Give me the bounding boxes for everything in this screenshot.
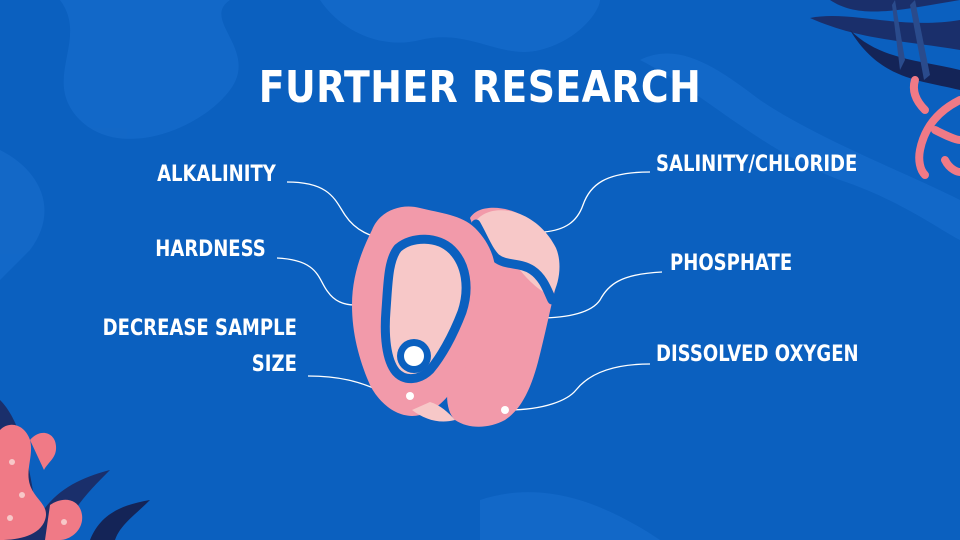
label-hardness: HARDNESS bbox=[155, 231, 266, 269]
label-dissolved-oxygen: DISSOLVED OXYGEN bbox=[656, 336, 859, 374]
coral-icon bbox=[0, 424, 83, 540]
dot-dissolved-oxygen bbox=[501, 406, 509, 414]
page-title: FURTHER RESEARCH bbox=[258, 62, 702, 113]
label-phosphate: PHOSPHATE bbox=[670, 245, 792, 283]
label-dissolved-oxygen-text: DISSOLVED OXYGEN bbox=[656, 342, 859, 367]
label-phosphate-text: PHOSPHATE bbox=[670, 251, 793, 276]
coral-icon bbox=[909, 76, 960, 179]
seaweed-icon bbox=[810, 0, 960, 90]
label-decrease-sample-line2: SIZE bbox=[251, 352, 297, 377]
label-alkalinity-text: ALKALINITY bbox=[157, 162, 276, 187]
label-alkalinity: ALKALINITY bbox=[157, 156, 276, 194]
label-decrease-sample-size: DECREASE SAMPLE SIZE bbox=[103, 311, 297, 383]
label-decrease-sample-line1: DECREASE SAMPLE bbox=[102, 316, 297, 341]
label-salinity-chloride: SALINITY/CHLORIDE bbox=[656, 146, 857, 184]
label-salinity-text: SALINITY/CHLORIDE bbox=[656, 152, 858, 177]
label-hardness-text: HARDNESS bbox=[155, 237, 266, 262]
dot-decrease-sample bbox=[406, 392, 414, 400]
